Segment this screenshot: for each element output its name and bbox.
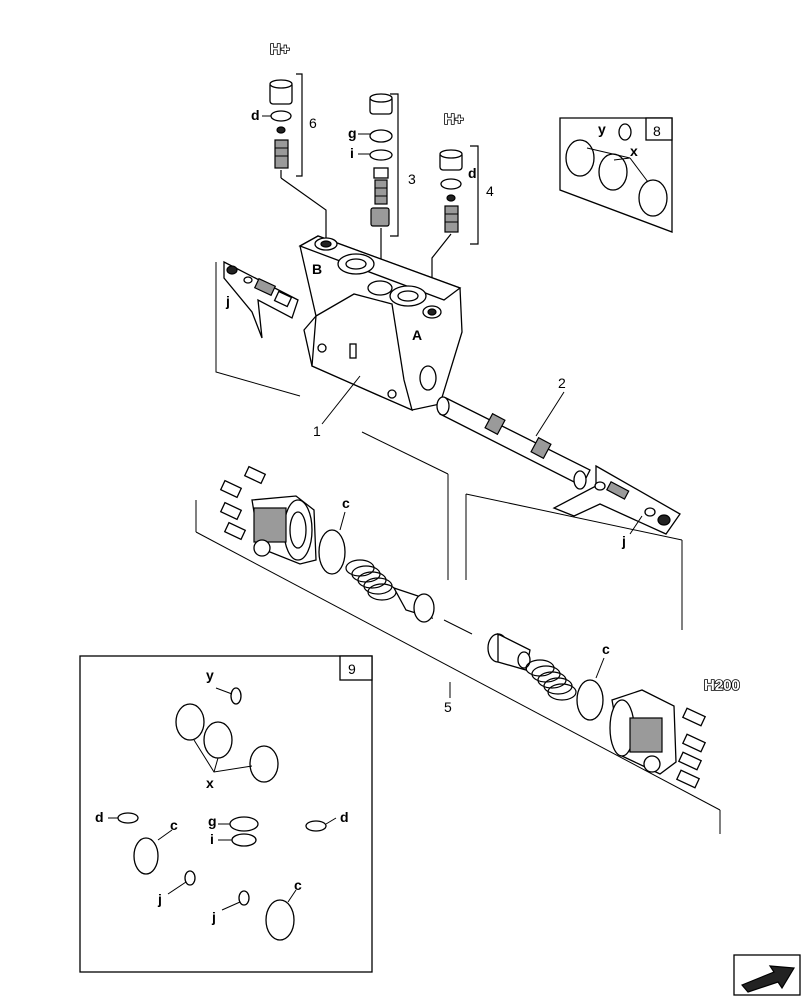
kit-9-box — [79, 655, 373, 973]
spring-right — [525, 659, 577, 701]
port-label-a: A — [412, 327, 422, 343]
kit-8-number: 8 — [653, 123, 661, 139]
callout-1: 1 — [313, 423, 321, 439]
kit-9-label-g: g — [208, 813, 217, 829]
kit-9-number: 9 — [348, 661, 356, 677]
label-i-top: i — [350, 145, 354, 161]
relief-valve-6 — [269, 73, 327, 238]
kit-9-label-i: i — [210, 831, 214, 847]
label-c-right: c — [602, 641, 610, 657]
port-label-b: B — [312, 261, 322, 277]
header-h-plus-left: H+ — [270, 41, 290, 58]
kit-9-label-j-left: j — [157, 891, 162, 907]
spring-cap-right — [609, 689, 707, 789]
label-d-right: d — [468, 165, 477, 181]
callout-3: 3 — [408, 171, 416, 187]
kit-9-label-j-right: j — [211, 909, 216, 925]
spool-2 — [436, 396, 591, 490]
callout-4: 4 — [486, 183, 494, 199]
valve-body-1 — [298, 235, 463, 412]
spring-left — [345, 559, 397, 601]
detent-assembly-right — [552, 464, 681, 535]
back-arrow-icon[interactable] — [733, 954, 801, 996]
kit-9-label-y: y — [206, 667, 214, 683]
label-j-left: j — [225, 293, 230, 309]
kit-9-label-d-left: d — [95, 809, 104, 825]
kit-8-box — [559, 117, 673, 233]
kit-8-label-y: y — [598, 121, 606, 137]
label-d-top: d — [251, 107, 260, 123]
check-valve-3 — [369, 93, 399, 288]
label-j-right: j — [621, 533, 626, 549]
header-h-plus-right: H+ — [444, 111, 464, 128]
kit-9-label-d-right: d — [340, 809, 349, 825]
kit-9-label-x: x — [206, 775, 214, 791]
header-h200: H200 — [704, 677, 740, 694]
kit-9-label-c-right: c — [294, 877, 302, 893]
label-g-top: g — [348, 125, 357, 141]
callout-2: 2 — [558, 375, 566, 391]
spring-seat-right — [487, 632, 531, 671]
kit-8-label-x: x — [630, 143, 638, 159]
callout-5: 5 — [444, 699, 452, 715]
callout-6: 6 — [309, 115, 317, 131]
kit-9-label-c-left: c — [170, 817, 178, 833]
detent-assembly-left — [223, 260, 299, 339]
spring-cap-left — [195, 465, 721, 834]
label-c-top: c — [342, 495, 350, 511]
o-ring-c-left — [318, 529, 346, 575]
spring-seat-left — [392, 586, 435, 623]
o-ring-c-right — [576, 679, 604, 721]
